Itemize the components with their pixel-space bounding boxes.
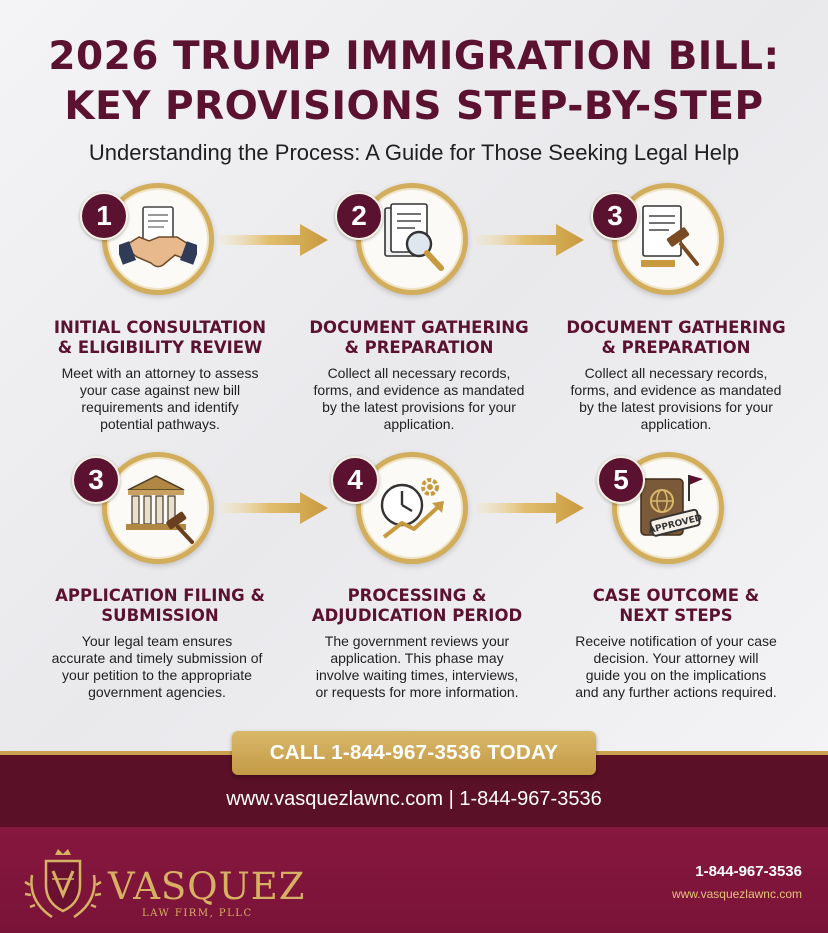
arrow-right-icon	[476, 492, 584, 524]
page-subtitle: Understanding the Process: A Guide for T…	[88, 140, 740, 165]
firm-logo-name: VASQUEZ	[108, 865, 306, 908]
step-6-number-badge: 5	[597, 456, 645, 504]
step-4-description: Your legal team ensures accurate and tim…	[51, 633, 263, 700]
law-firm-crest-icon	[24, 849, 102, 919]
step-4-number-badge: 3	[72, 456, 120, 504]
arrow-right-icon	[220, 224, 328, 256]
step-5-title: PROCESSING & ADJUDICATION PERIOD	[311, 586, 523, 625]
step-2-description: Collect all necessary records, forms, an…	[313, 365, 525, 432]
step-1-description: Meet with an attorney to assess your cas…	[61, 365, 259, 432]
step-1-icon-circle	[102, 183, 214, 295]
call-now-button[interactable]: CALL 1-844-967-3536 TODAY	[232, 731, 596, 775]
step-6-description: Receive notification of your case decisi…	[575, 633, 777, 700]
step-2-title: DOCUMENT GATHERING & PREPARATION	[309, 318, 529, 357]
step-6-title: CASE OUTCOME & NEXT STEPS	[592, 586, 760, 625]
step-2-icon-circle	[356, 183, 468, 295]
step-5-number-badge: 4	[331, 456, 379, 504]
page-title-line2: KEY PROVISIONS STEP-BY-STEP	[64, 84, 764, 129]
courthouse-gavel-icon	[126, 475, 194, 544]
page-title-line1: 2026 TRUMP IMMIGRATION BILL:	[48, 34, 780, 79]
step-3-number-badge: 3	[591, 192, 639, 240]
firm-logo-subtitle: LAW FIRM, PLLC	[142, 908, 253, 919]
handshake-document-icon	[119, 206, 197, 268]
arrow-right-icon	[476, 224, 584, 256]
arrow-right-icon	[220, 492, 328, 524]
step-1-title: INITIAL CONSULTATION & ELIGIBILITY REVIE…	[53, 318, 267, 357]
footer: VASQUEZ LAW FIRM, PLLC 1-844-967-3536 ww…	[0, 827, 828, 933]
document-magnifier-icon	[384, 203, 444, 271]
step-1-number-badge: 1	[80, 192, 128, 240]
document-gavel-icon	[641, 205, 699, 267]
step-2-number-badge: 2	[335, 192, 383, 240]
step-3-title: DOCUMENT GATHERING & PREPARATION	[566, 318, 786, 357]
footer-phone[interactable]: 1-844-967-3536	[695, 863, 802, 880]
step-4-icon-circle	[102, 452, 214, 564]
step-5-description: The government reviews your application.…	[315, 633, 519, 700]
step-4-title: APPLICATION FILING & SUBMISSION	[55, 586, 265, 625]
contact-line[interactable]: www.vasquezlawnc.com | 1-844-967-3536	[226, 788, 602, 810]
passport-approved-icon: APPROVED	[640, 475, 703, 537]
clock-gear-growth-icon	[380, 478, 444, 539]
footer-url[interactable]: www.vasquezlawnc.com	[671, 887, 802, 901]
step-3-description: Collect all necessary records, forms, an…	[570, 365, 782, 432]
